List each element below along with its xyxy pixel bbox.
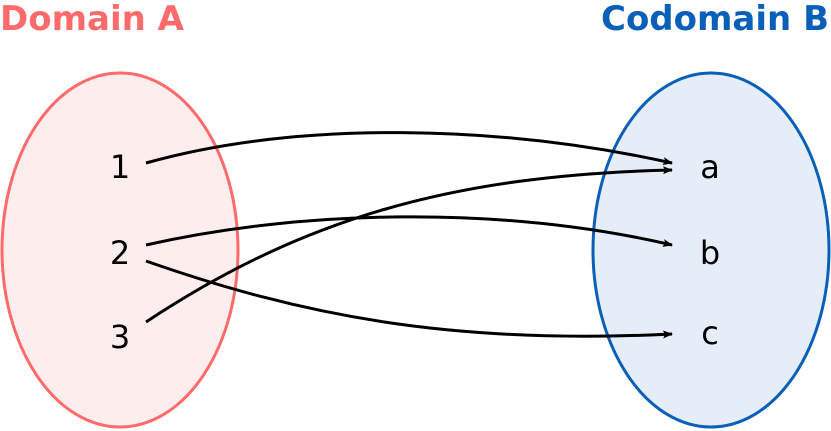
arrow-3-to-a (145, 166, 673, 324)
domain-element-2: 2 (110, 234, 130, 272)
domain-element-3: 3 (110, 318, 130, 356)
codomain-set (591, 71, 831, 429)
arrow-2-to-b (145, 215, 673, 247)
codomain-element-b: b (700, 234, 720, 272)
codomain-element-a: a (700, 148, 720, 186)
domain-element-1: 1 (110, 148, 130, 186)
domain-set (0, 71, 240, 429)
domain-title: Domain A (0, 0, 185, 39)
codomain-element-c: c (701, 314, 719, 352)
arrow-1-to-a (145, 131, 673, 165)
codomain-title: Codomain B (601, 0, 829, 39)
